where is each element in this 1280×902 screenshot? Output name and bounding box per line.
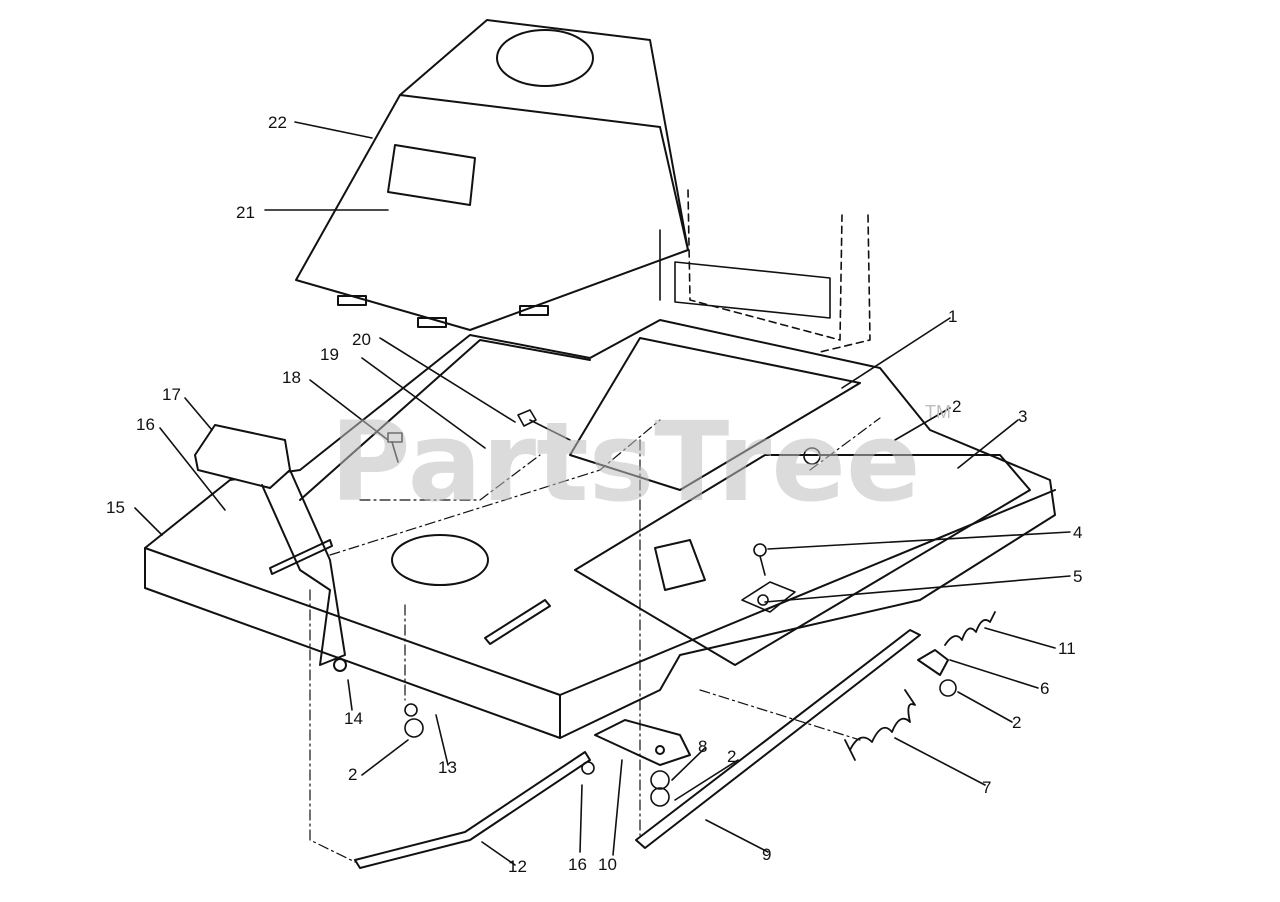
callout-16-pin: 16 [568,855,587,874]
callout-17: 17 [162,385,181,404]
lever-part-17 [194,424,347,672]
deck-cutouts [269,534,706,645]
phantom-lines [309,417,881,863]
spring-part-11 [944,611,996,646]
callout-5: 5 [1073,567,1082,586]
callout-labels: 22 21 20 19 18 17 16 15 1 2 3 4 5 11 6 2… [106,113,1082,876]
spring-part-7 [844,689,916,761]
callout-12: 12 [508,857,527,876]
seat-bracket-solid [659,229,831,319]
deck-part-15 [144,319,1056,739]
callout-9: 9 [762,845,771,864]
leader-lines [134,121,1071,866]
callout-21: 21 [236,203,255,222]
callout-3: 3 [1018,407,1027,426]
pivot-plate-part-10 [594,719,691,766]
fender-part-3 [569,337,1031,666]
bracket-part-6 [917,649,949,676]
callout-6: 6 [1040,679,1049,698]
callout-13: 13 [438,758,457,777]
callout-2-deck-nut: 2 [952,397,961,416]
callout-16-lever: 16 [136,415,155,434]
hardware [387,409,957,807]
callout-10: 10 [598,855,617,874]
callout-2-spring-nut: 2 [1012,713,1021,732]
callout-2-lower-nut: 2 [348,765,357,784]
callout-8: 8 [698,737,707,756]
callout-20: 20 [352,330,371,349]
callout-2-plate-nut: 2 [727,747,736,766]
callout-1: 1 [948,307,957,326]
callout-15: 15 [106,498,125,517]
callout-4: 4 [1073,523,1082,542]
callout-7: 7 [982,778,991,797]
seat-bracket [687,189,871,353]
callout-11: 11 [1058,639,1076,658]
watermark: PartsTree TM [330,398,951,526]
rod-part-9 [635,629,921,849]
watermark-text: PartsTree [330,398,921,526]
callout-18: 18 [282,368,301,387]
rod-part-12 [354,751,591,869]
seat-part-22 [295,19,689,331]
watermark-trademark: TM [925,402,951,422]
callout-19: 19 [320,345,339,364]
callout-22: 22 [268,113,287,132]
callout-14: 14 [344,709,363,728]
